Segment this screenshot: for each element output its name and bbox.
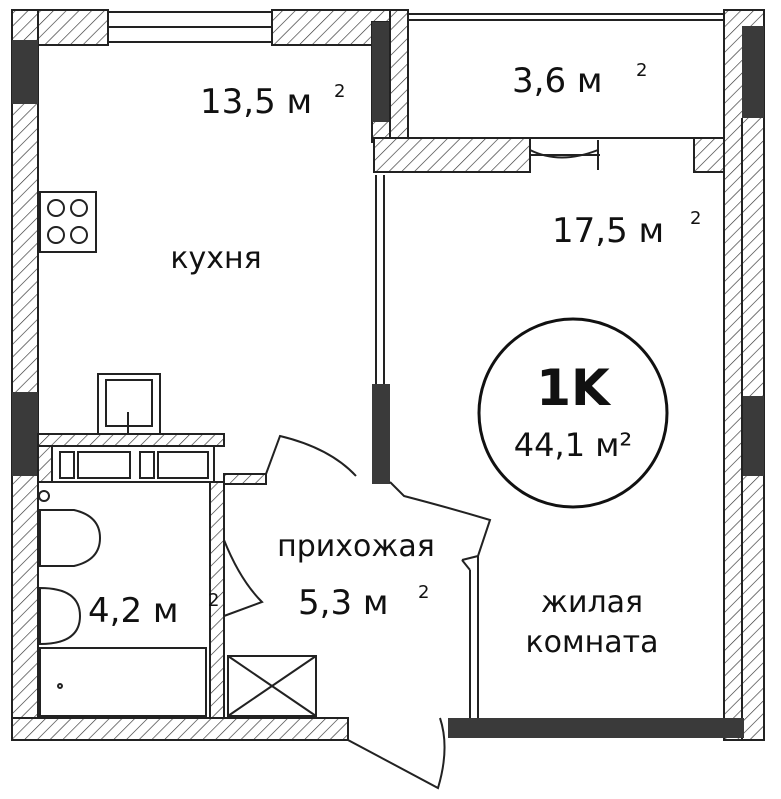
bathroom-hall-wall: [209, 481, 225, 719]
right-wall-column-mid: [742, 396, 764, 476]
living-area: 17,5 м: [552, 211, 664, 251]
bathroom-area-sup: 2: [208, 590, 219, 611]
partition-column-top: [372, 22, 390, 122]
hall-top-wall-stub: [223, 473, 267, 485]
left-wall: [11, 9, 39, 741]
left-wall-column-mid: [12, 392, 38, 476]
walls: [11, 9, 765, 790]
apartment-total-area: 44,1 м²: [514, 426, 632, 464]
balcony-area-label: 3,6 м 2: [512, 60, 647, 101]
living-bottom-wall: [448, 718, 744, 738]
kitchen-door: [265, 434, 357, 477]
partition-column-lower: [372, 384, 390, 484]
kitchen-area-sup: 2: [334, 81, 345, 102]
utility-box-icon: [227, 655, 317, 717]
kitchen-bottom-wall: [37, 433, 225, 447]
living-name-line1: жилая: [541, 585, 643, 620]
living-name-line2: комната: [526, 625, 659, 660]
hall-area-label: 5,3 м 2: [298, 582, 429, 623]
toilet-icon: [38, 490, 102, 567]
kitchen-area: 13,5 м: [200, 82, 312, 122]
fixtures: [38, 191, 317, 717]
left-wall-column-top: [12, 40, 38, 104]
balcony-frame: [407, 13, 725, 139]
kitchen-name: кухня: [170, 241, 261, 276]
living-door: [389, 481, 492, 561]
bathroom-sink-icon: [39, 586, 82, 646]
apartment-type: 1K: [536, 359, 612, 417]
bathroom-area: 4,2 м: [88, 591, 179, 631]
balcony-area: 3,6 м: [512, 61, 603, 101]
bathtub-icon: [39, 647, 207, 717]
bathroom-area-label: 4,2 м 2: [88, 590, 219, 631]
balcony-bottom-wall: [373, 137, 531, 173]
hall-name: прихожая: [277, 529, 435, 564]
bathroom-door: [223, 539, 264, 617]
right-wall-column-top: [742, 26, 764, 118]
hall-area-sup: 2: [418, 582, 429, 603]
apartment-badge: 1K 44,1 м²: [477, 317, 669, 509]
balcony-area-sup: 2: [636, 60, 647, 81]
living-area-label: 17,5 м 2: [552, 208, 701, 251]
bottom-wall: [11, 717, 349, 741]
bathroom-top-wall: [37, 445, 53, 483]
stove-icon: [39, 191, 97, 253]
hall-area: 5,3 м: [298, 583, 389, 623]
entrance-door: [347, 717, 446, 790]
living-area-sup: 2: [690, 208, 701, 229]
right-wall: [723, 9, 765, 741]
kitchen-area-label: 13,5 м 2: [200, 81, 345, 122]
